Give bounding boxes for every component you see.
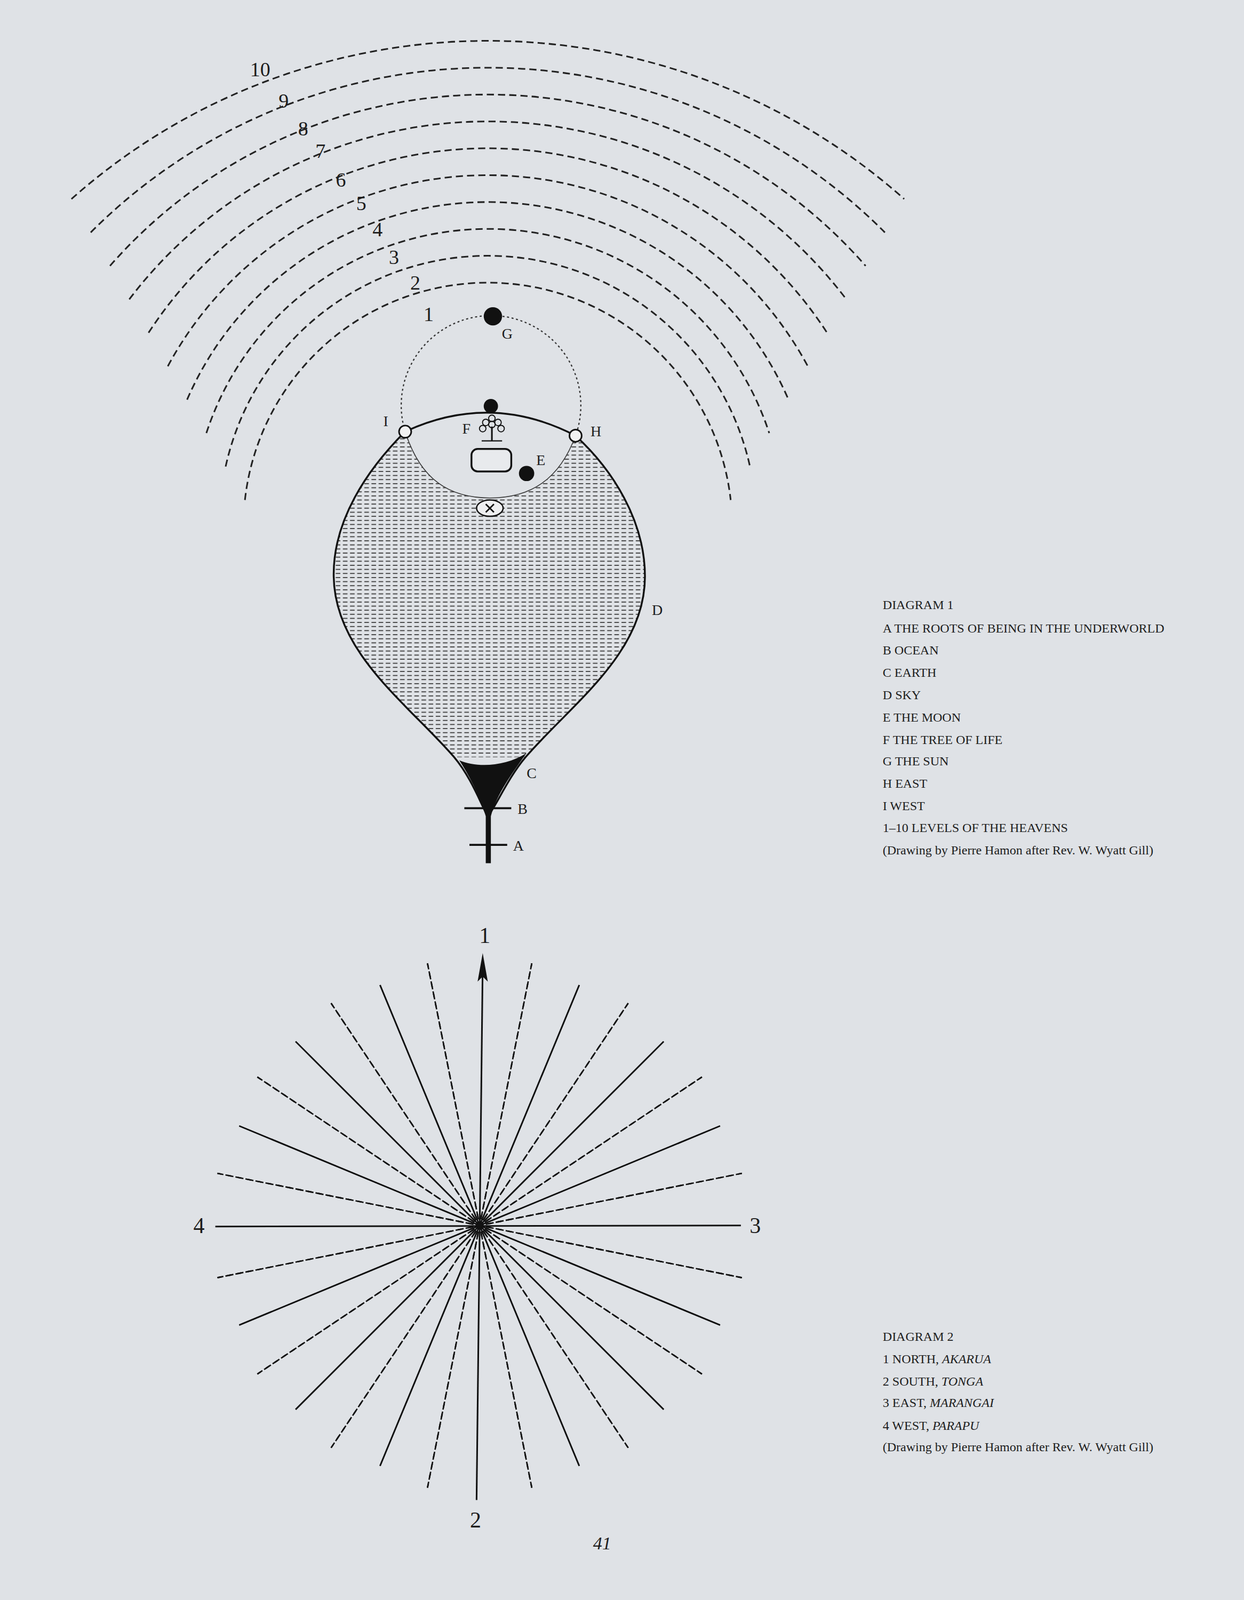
key-entry: 3 EAST, MARANGAI [882, 1396, 994, 1410]
sun-dot [483, 307, 502, 326]
level-number: 1 [423, 304, 434, 325]
heaven-arc [71, 41, 905, 200]
heaven-arc [90, 67, 885, 233]
cosmos-figure [333, 307, 646, 864]
level-number: 5 [356, 193, 367, 214]
key-entry: 1 NORTH, AKARUA [882, 1352, 992, 1366]
key-entry: B OCEAN [882, 643, 939, 657]
heaven-arc [109, 94, 866, 266]
part-letter: D [651, 602, 663, 618]
part-letter: C [526, 766, 537, 781]
moon-dot [519, 465, 535, 482]
ocean-bar [464, 807, 512, 810]
horizon-point [569, 429, 582, 442]
direction-number: 1 [479, 924, 491, 947]
level-number: 8 [298, 118, 309, 139]
key-entry: 4 WEST, PARAPU [882, 1419, 980, 1433]
key-entry: 1–10 LEVELS OF THE HEAVENS [882, 821, 1068, 835]
key-entry: A THE ROOTS OF BEING IN THE UNDERWORLD [882, 622, 1165, 635]
part-letter: F [462, 421, 472, 437]
direction-number: 3 [749, 1214, 761, 1238]
sky-outline [333, 431, 646, 817]
level-number: 9 [278, 90, 289, 111]
compass-center [476, 1222, 483, 1229]
level-number: 3 [388, 246, 400, 268]
north-south-axis [476, 964, 483, 1501]
direction-number: 2 [469, 1509, 482, 1532]
key-entry: D SKY [882, 688, 921, 702]
heaven-arc [206, 228, 770, 434]
part-letter: H [590, 424, 602, 440]
level-number: 4 [372, 219, 383, 240]
earth-surface [404, 412, 576, 436]
level-number: 2 [410, 272, 421, 293]
heaven-arc [129, 121, 847, 300]
part-letter: E [536, 452, 546, 468]
direction-number: 4 [193, 1214, 205, 1238]
key-entry: H EAST [882, 777, 928, 791]
part-letter: B [517, 801, 528, 817]
heaven-arc [225, 256, 751, 467]
level-number: 6 [336, 169, 347, 190]
cross-mark [485, 504, 494, 513]
diagram-heading: DIAGRAM 2 [882, 1330, 954, 1344]
zenith-dot [483, 399, 499, 414]
level-number: 7 [315, 140, 326, 162]
heaven-arc [244, 282, 731, 501]
key-entry: F THE TREE OF LIFE [882, 733, 1003, 747]
key-entry: C EARTH [882, 666, 937, 680]
heaven-arc [168, 174, 809, 366]
cross-oval [476, 500, 504, 517]
heaven-arc [187, 202, 789, 401]
horizon-point [399, 425, 412, 438]
compass-rose [215, 953, 743, 1501]
credit-note: (Drawing by Pierre Hamon after Rev. W. W… [882, 1440, 1154, 1454]
key-entry: E THE MOON [882, 711, 961, 724]
north-arrowhead [477, 953, 488, 983]
heaven-arc [148, 148, 827, 333]
part-letter: I [383, 413, 388, 429]
key-entry: I WEST [882, 799, 925, 813]
underworld-bar [469, 843, 508, 847]
key-entry: G THE SUN [882, 754, 950, 768]
root-wedge [459, 753, 527, 864]
sky-hatching [333, 431, 646, 757]
part-letter: A [513, 838, 524, 854]
diagram-heading: DIAGRAM 1 [882, 598, 954, 612]
tree-of-life [479, 415, 505, 441]
sun-path [401, 315, 581, 436]
heaven-levels [71, 41, 905, 501]
key-entry: 2 SOUTH, TONGA [882, 1375, 984, 1389]
earth-plate [471, 449, 512, 472]
bowl-line [404, 431, 576, 498]
page-number: 41 [593, 1534, 612, 1553]
credit-note: (Drawing by Pierre Hamon after Rev. W. W… [882, 843, 1154, 857]
level-number: 10 [250, 59, 271, 80]
part-letter: G [501, 326, 513, 342]
